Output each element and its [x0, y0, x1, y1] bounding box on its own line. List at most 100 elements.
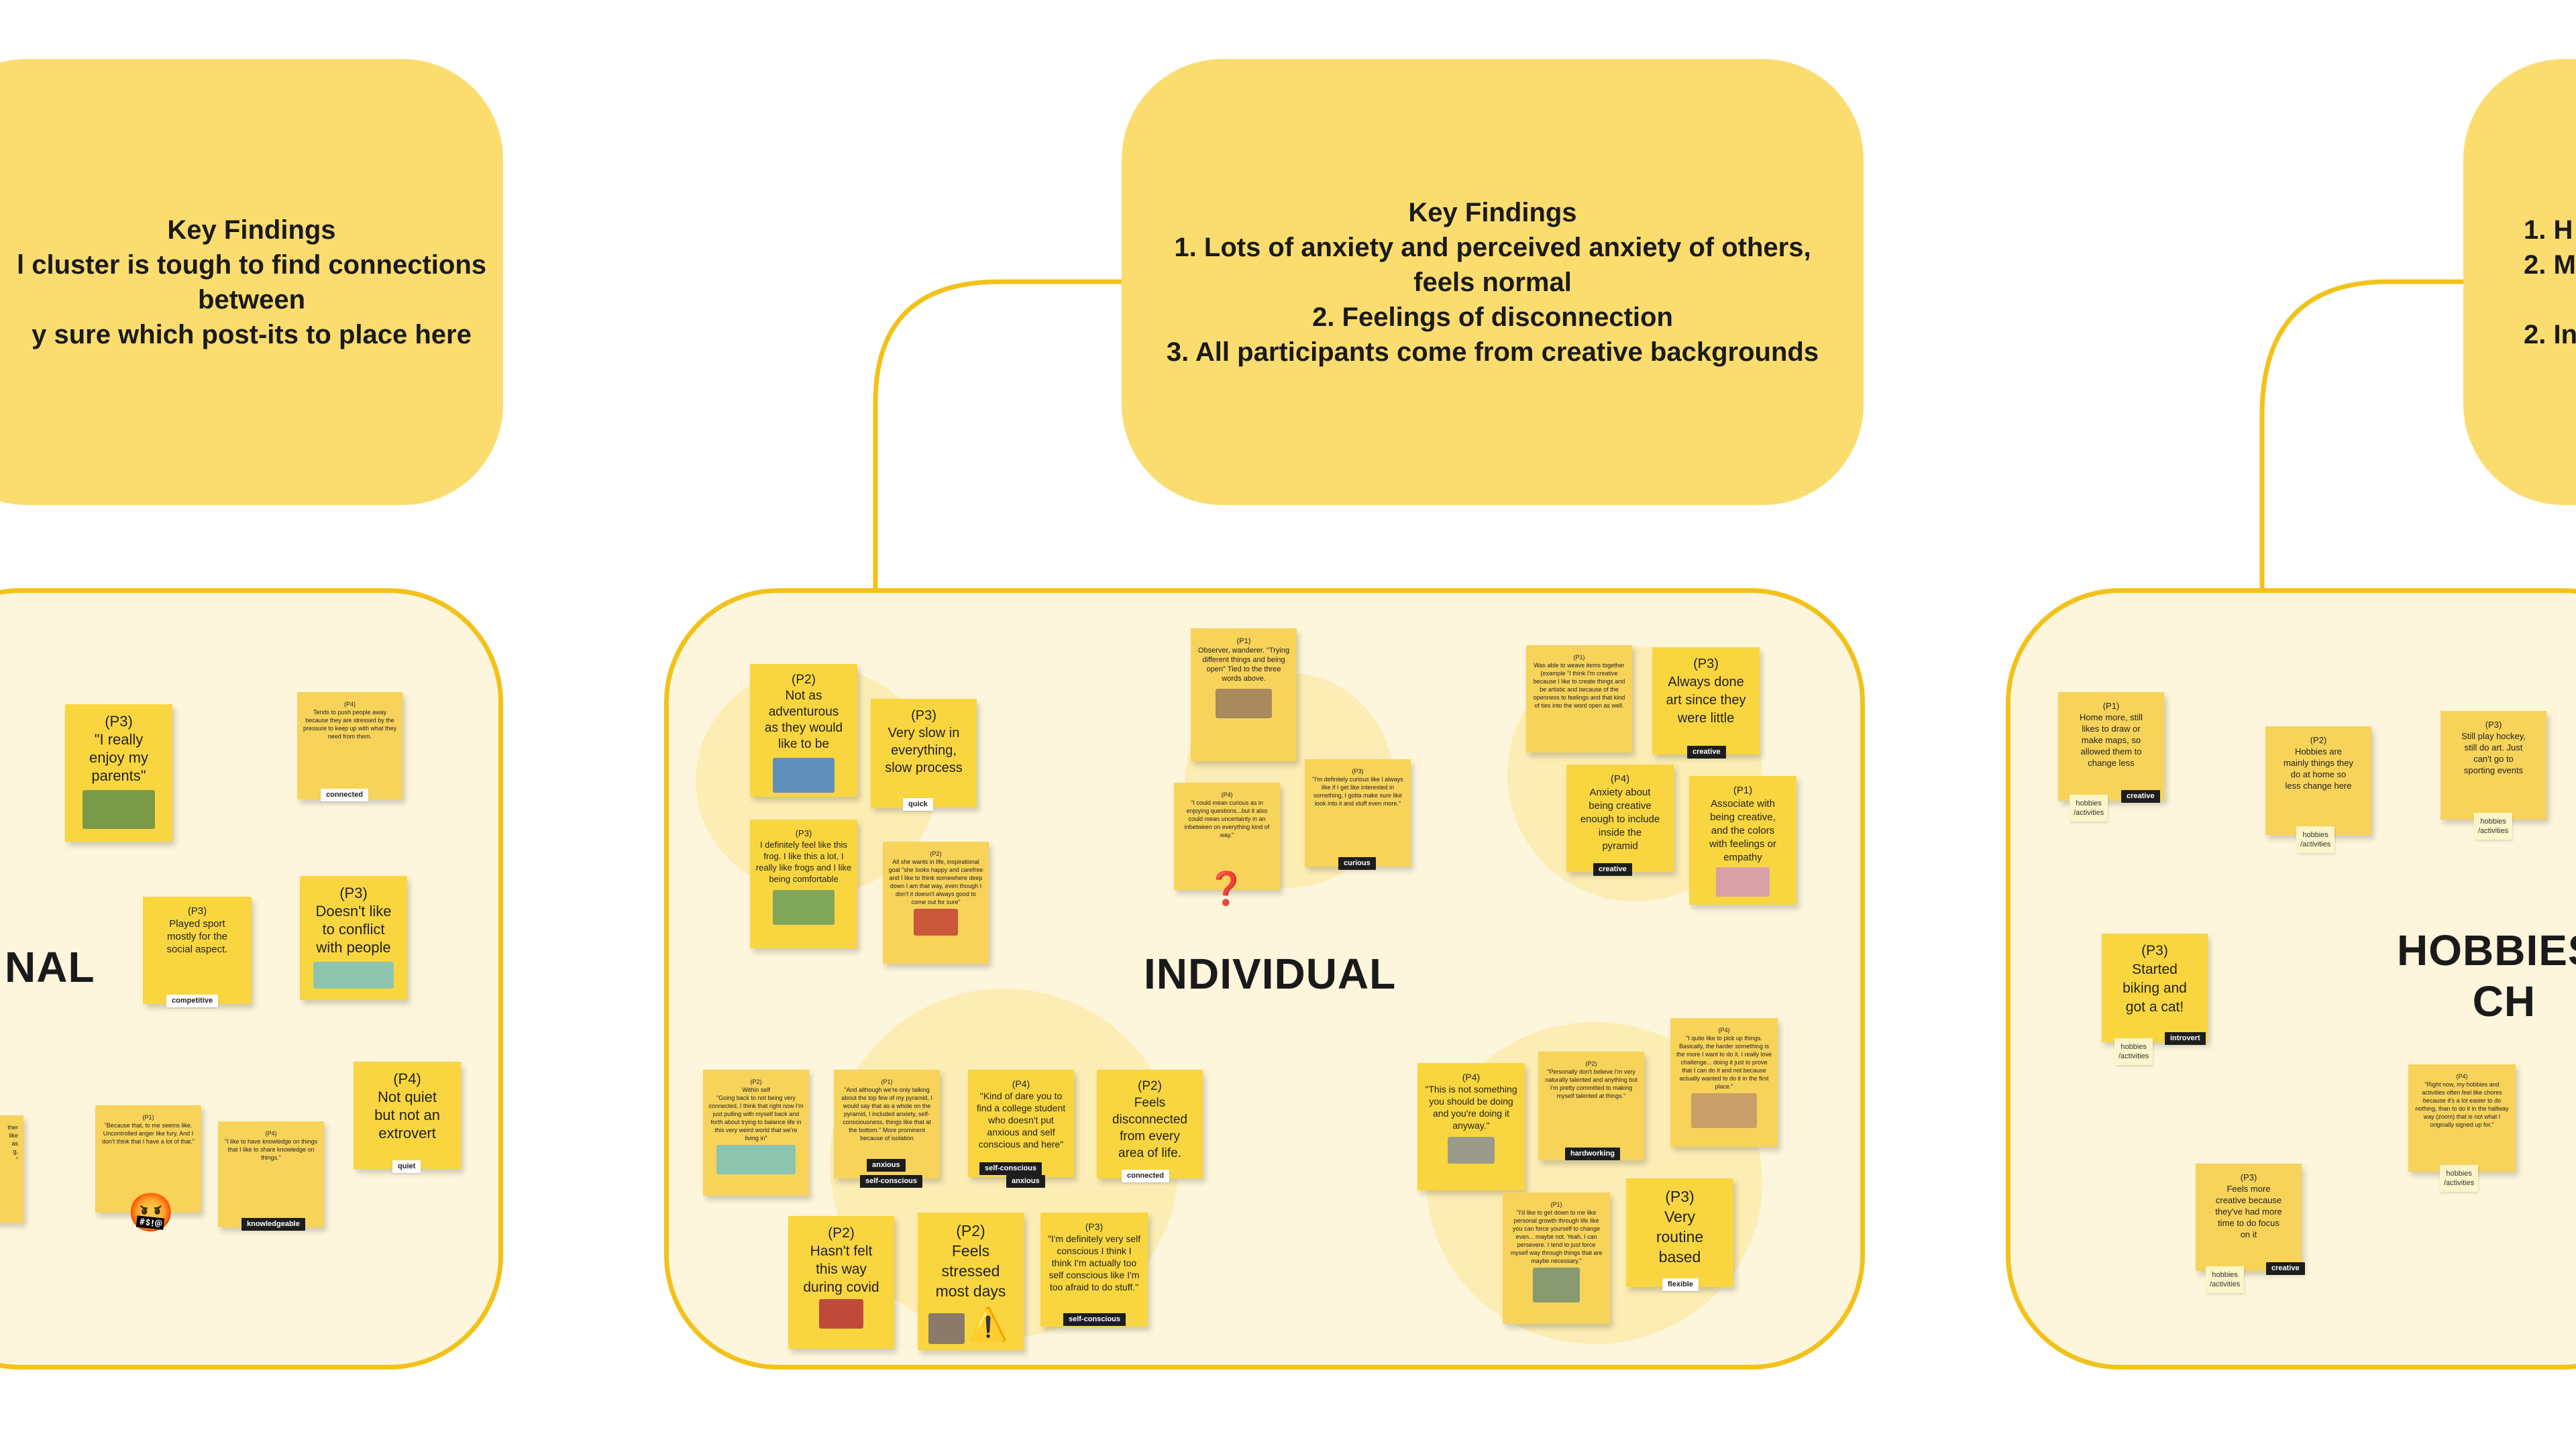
note-tag: flexible [1662, 1278, 1699, 1291]
note-text: (P2) Not as adventurous as they would li… [764, 673, 843, 751]
sticky-note[interactable]: (P2) Feels disconnected from every area … [1097, 1070, 1203, 1178]
sticky-note[interactable]: (P3) Doesn't like to conflict with peopl… [300, 876, 407, 1000]
note-text: (P1) "I'd like to get down to me like pe… [1510, 1201, 1603, 1264]
note-photo [313, 962, 394, 989]
sticky-note[interactable]: (P4) Not quiet but not an extrovert [354, 1062, 461, 1169]
note-tag: hardworking [1565, 1148, 1621, 1160]
note-text: (P3) Very slow in everything, slow proce… [885, 708, 963, 775]
sticky-note[interactable]: (P1) "I'd like to get down to me like pe… [1503, 1192, 1610, 1324]
sticky-note[interactable]: (P3) Started biking and got a cat! [2102, 934, 2208, 1042]
sticky-note[interactable]: (P3) Always done art since they were lit… [1652, 647, 1760, 755]
note-tag: creative [1687, 746, 1726, 759]
sticky-note[interactable]: (P2) Feels stressed most days [918, 1213, 1024, 1350]
key-findings-right: 1. H 2. M 2. In [2463, 59, 2576, 505]
note-photo [928, 1313, 965, 1344]
note-text: ther like as g, " [7, 1124, 18, 1163]
note-text: (P1) "Because that, to me seems like. Un… [101, 1114, 195, 1145]
sticky-note[interactable]: (P2) Not as adventurous as they would li… [750, 664, 857, 797]
hobbies-activities-tag: hobbies /activities [2440, 1165, 2479, 1192]
note-photo [83, 790, 155, 829]
sticky-note[interactable]: (P4) "I could mean curious as in enjoyin… [1174, 783, 1280, 890]
note-photo [1216, 689, 1272, 718]
note-text: (P2) Hobbies are mainly things they do a… [2283, 735, 2354, 791]
note-tag: anxious [1006, 1175, 1045, 1188]
note-tag: creative [1593, 863, 1632, 876]
sticky-note[interactable]: (P4) "I like to have knowledge on things… [218, 1121, 324, 1227]
sticky-note[interactable]: (P2) "Personally don't believe I'm very … [1538, 1052, 1644, 1160]
note-text: (P4) "I quite like to pick up things. Ba… [1676, 1027, 1772, 1090]
sticky-note[interactable]: (P4) "Right now, my hobbies and activiti… [2408, 1064, 2516, 1172]
note-text: (P4) Not quiet but not an extrovert [374, 1070, 440, 1141]
sticky-note[interactable]: (P4) "Kind of dare you to find a college… [968, 1070, 1074, 1177]
sticky-note[interactable]: (P3) Played sport mostly for the social … [143, 897, 252, 1004]
sticky-note[interactable]: (P4) Tends to push people away because t… [297, 692, 402, 799]
note-text: (P1) Associate with being creative, and … [1709, 785, 1777, 863]
hobbies-activities-tag: hobbies /activities [2070, 795, 2108, 822]
note-text: (P4) "Right now, my hobbies and activiti… [2415, 1073, 2509, 1128]
sticky-note[interactable]: (P3) Very slow in everything, slow proce… [871, 699, 977, 807]
sticky-note[interactable]: (P2) Hobbies are mainly things they do a… [2265, 726, 2371, 835]
sticky-note[interactable]: (P1) Observer, wanderer. "Trying differe… [1191, 628, 1297, 761]
note-text: (P2) Within self "Going back to not bein… [708, 1078, 804, 1141]
sticky-note[interactable]: (P3) I definitely feel like this frog. I… [750, 820, 857, 948]
angry-face-icon: 🤬 [127, 1191, 174, 1233]
note-tag: curious [1338, 857, 1376, 870]
note-tag: self-conscious [1063, 1313, 1126, 1326]
sticky-note[interactable]: (P2) Within self "Going back to not bein… [703, 1070, 809, 1196]
sticky-note[interactable]: (P1) "Because that, to me seems like. Un… [95, 1105, 201, 1213]
note-photo [773, 890, 835, 925]
note-text: (P3) Feels more creative because they've… [2215, 1172, 2282, 1239]
key-findings-center: Key Findings 1. Lots of anxiety and perc… [1122, 59, 1864, 505]
note-tag: connected [1122, 1170, 1170, 1182]
note-tag: quiet [392, 1160, 421, 1173]
sticky-note[interactable]: (P3) "I'm definitely curious like I alwa… [1305, 759, 1411, 867]
hobbies-activities-tag: hobbies /activities [2114, 1038, 2153, 1065]
sticky-note[interactable]: (P3) "I'm definitely very self conscious… [1040, 1213, 1148, 1327]
connector-right [2259, 279, 2463, 590]
sticky-note[interactable]: (P3) "I really enjoy my parents" [65, 704, 172, 842]
sticky-note[interactable]: (P1) Was able to weave items together (e… [1526, 645, 1632, 753]
sticky-note[interactable]: (P1) Home more, still likes to draw or m… [2058, 692, 2164, 801]
note-text: (P4) "Kind of dare you to find a college… [976, 1078, 1066, 1150]
sticky-note[interactable]: (P3) Feels more creative because they've… [2196, 1164, 2302, 1271]
note-text: (P3) Still play hockey, still do art. Ju… [2461, 720, 2526, 775]
note-photo [1716, 867, 1770, 897]
note-tag: knowledgeable [241, 1218, 305, 1231]
sticky-note[interactable]: (P3) Very routine based [1626, 1178, 1733, 1287]
note-tag: competitive [166, 995, 219, 1007]
warning-icon: ⚠️ [968, 1307, 1008, 1343]
note-text: (P4) "I like to have knowledge on things… [224, 1130, 318, 1161]
sticky-note[interactable]: (P4) Anxiety about being creative enough… [1566, 765, 1674, 872]
note-text: (P1) Was able to weave items together (e… [1533, 654, 1625, 709]
note-text: (P3) "I'm definitely curious like I alwa… [1312, 768, 1403, 807]
note-text: (P4) "This is not something you should b… [1425, 1072, 1517, 1131]
note-text: (P2) Feels stressed most days [935, 1222, 1006, 1300]
sticky-note[interactable]: (P3) Still play hockey, still do art. Ju… [2440, 711, 2546, 820]
sticky-note[interactable]: (P2) All she wants in life, inspirationa… [883, 842, 989, 964]
hobbies-activities-tag: hobbies /activities [2206, 1266, 2245, 1293]
note-text: (P3) "I'm definitely very self conscious… [1047, 1221, 1141, 1292]
key-findings-center-text: Key Findings 1. Lots of anxiety and perc… [1166, 197, 1819, 367]
key-findings-left: Key Findings l cluster is tough to find … [0, 59, 503, 505]
key-findings-right-text: 1. H 2. M 2. In [2524, 215, 2576, 349]
note-text: (P4) Anxiety about being creative enough… [1580, 773, 1660, 852]
cluster-individual-title: INDIVIDUAL [1144, 950, 1397, 998]
cluster-left-title: NAL [5, 943, 95, 991]
note-text: (P2) Feels disconnected from every area … [1112, 1079, 1187, 1160]
sticky-note[interactable]: (P4) "I quite like to pick up things. Ba… [1670, 1018, 1778, 1147]
hobbies-activities-tag: hobbies /activities [2474, 813, 2513, 840]
sticky-note[interactable]: (P1) Associate with being creative, and … [1689, 776, 1796, 905]
note-photo [1691, 1093, 1757, 1128]
sticky-note[interactable]: (P2) Hasn't felt this way during covid [788, 1216, 894, 1349]
sticky-note[interactable]: (P4) "This is not something you should b… [1417, 1063, 1525, 1190]
note-text: (P3) Doesn't like to conflict with peopl… [315, 885, 392, 956]
note-tag: anxious [867, 1159, 906, 1172]
sticky-note[interactable]: ther like as g, " [0, 1115, 23, 1223]
note-text: (P2) "Personally don't believe I'm very … [1545, 1060, 1638, 1099]
note-tag: creative [2121, 790, 2160, 803]
note-photo [1533, 1268, 1580, 1302]
note-text: (P2) All she wants in life, inspirationa… [888, 850, 983, 905]
connector-center [873, 279, 1122, 590]
note-photo [716, 1145, 796, 1174]
